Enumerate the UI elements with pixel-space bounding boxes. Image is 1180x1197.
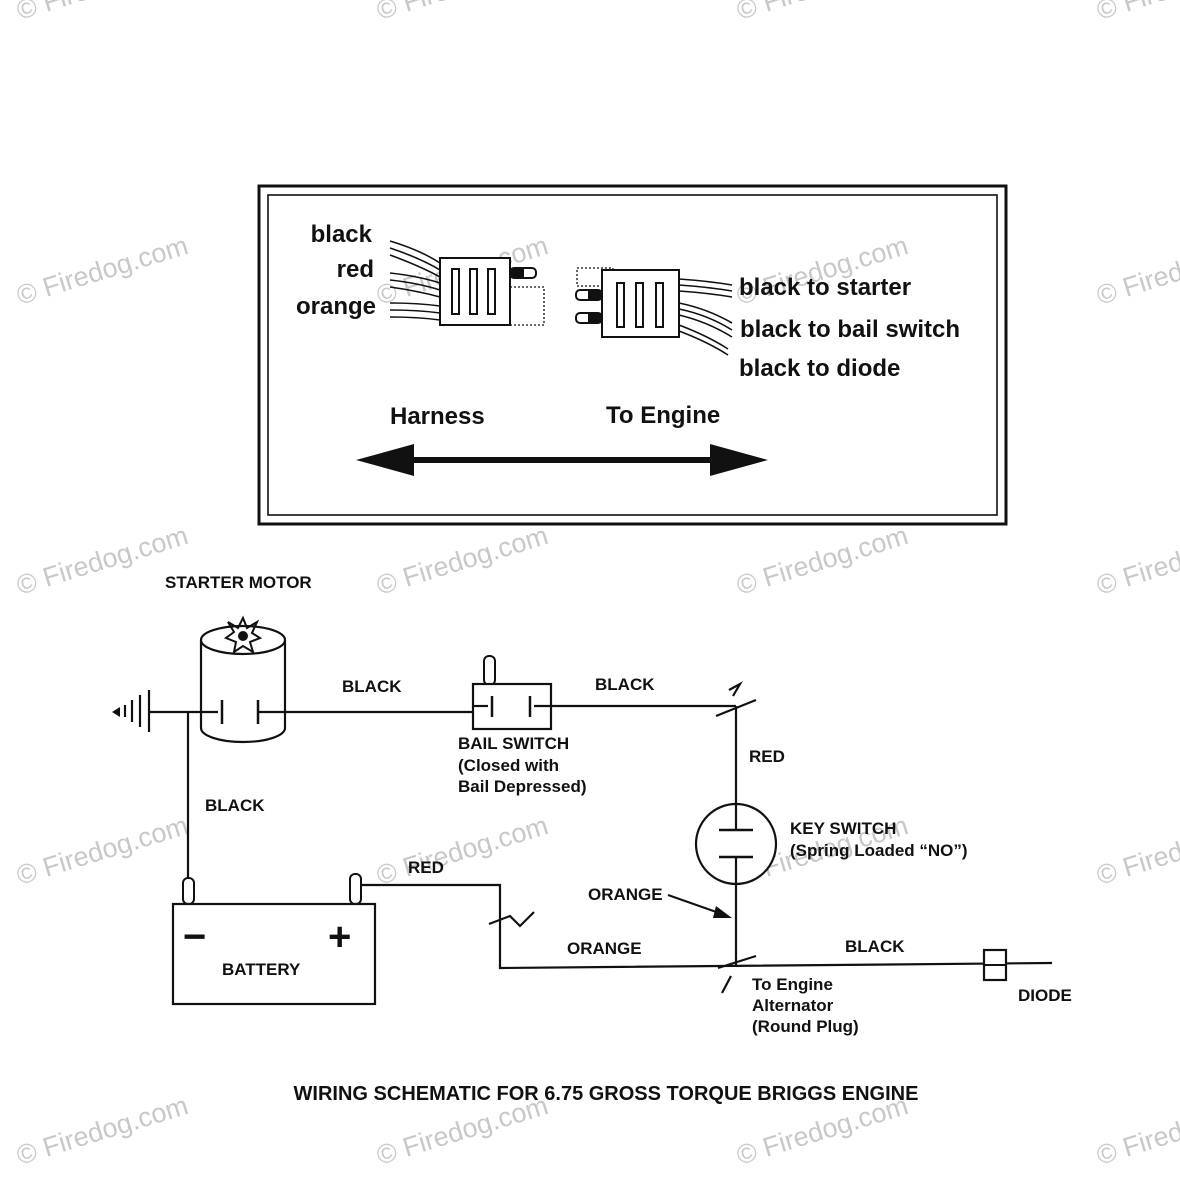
wire-black-label: BLACK: [342, 677, 402, 696]
battery-positive-icon: +: [328, 915, 351, 959]
harness-label: Harness: [390, 403, 485, 430]
watermark: © Firedog.com: [373, 0, 551, 26]
bail-switch-label: BAIL SWITCH: [458, 734, 569, 753]
bail-switch-icon: [471, 655, 553, 731]
watermark: © Firedog.com: [373, 520, 551, 601]
panel-outer-border: [257, 184, 1008, 526]
watermark: © Firedog.com: [13, 810, 191, 891]
ground-icon: [112, 690, 196, 732]
bail-switch-note: Bail Depressed): [458, 777, 587, 796]
connector-panel: black red orange: [257, 184, 1008, 526]
harness-wire-label: red: [337, 256, 374, 283]
key-switch-icon: [694, 802, 778, 886]
wire-red-label: RED: [749, 747, 785, 766]
starter-motor-icon: [196, 615, 287, 744]
diode-icon: [982, 948, 1008, 982]
engine-connector: [575, 267, 680, 338]
battery-negative-icon: −: [183, 915, 206, 959]
starter-motor-label: STARTER MOTOR: [165, 573, 312, 592]
watermark: © Firedog.com: [13, 0, 191, 26]
wire-orange-label: ORANGE: [567, 939, 642, 958]
harness-wires: [389, 240, 441, 321]
engine-wire-label: black to diode: [739, 355, 900, 382]
alternator-note: (Round Plug): [752, 1017, 859, 1036]
to-engine-label: To Engine: [606, 402, 720, 429]
battery-label: BATTERY: [222, 960, 301, 979]
schematic-wires: [186, 681, 1053, 994]
watermark: © Firedog.com: [1093, 230, 1180, 311]
battery-icon: [171, 873, 377, 1006]
engine-wire-label: black to bail switch: [740, 316, 960, 343]
diode-label: DIODE: [1018, 986, 1072, 1005]
harness-connector: [439, 257, 545, 326]
watermark: © Firedog.com: [733, 520, 911, 601]
schematic: STARTER MOTOR BLACK B: [112, 573, 1072, 1036]
diagram-title: WIRING SCHEMATIC FOR 6.75 GROSS TORQUE B…: [294, 1083, 919, 1105]
engine-wire-label: black to starter: [739, 274, 911, 301]
wire-black-label: BLACK: [595, 675, 655, 694]
alternator-label: To Engine: [752, 975, 833, 994]
wire-orange-label: ORANGE: [588, 885, 663, 904]
watermark: © Firedog.com: [1093, 810, 1180, 891]
alternator-label: Alternator: [752, 996, 834, 1015]
watermark: © Firedog.com: [1093, 1090, 1180, 1171]
watermark: © Firedog.com: [13, 1090, 191, 1171]
engine-wires: [678, 278, 733, 356]
key-switch-note: (Spring Loaded “NO”): [790, 841, 968, 860]
watermark: © Firedog.com: [13, 230, 191, 311]
bail-switch-note: (Closed with: [458, 756, 559, 775]
orange-pointer-arrow: [667, 894, 732, 918]
watermark: © Firedog.com: [733, 0, 911, 26]
panel-inner-border: [267, 194, 998, 516]
watermark: © Firedog.com: [1093, 520, 1180, 601]
key-switch-label: KEY SWITCH: [790, 819, 896, 838]
watermark: © Firedog.com: [373, 810, 551, 891]
harness-wire-label: orange: [296, 293, 376, 320]
double-arrow-icon: [356, 444, 768, 476]
wire-black-label: BLACK: [205, 796, 265, 815]
harness-wire-label: black: [311, 221, 373, 248]
wire-red-label: RED: [408, 858, 444, 877]
wire-black-label: BLACK: [845, 937, 905, 956]
watermark: © Firedog.com: [1093, 0, 1180, 26]
